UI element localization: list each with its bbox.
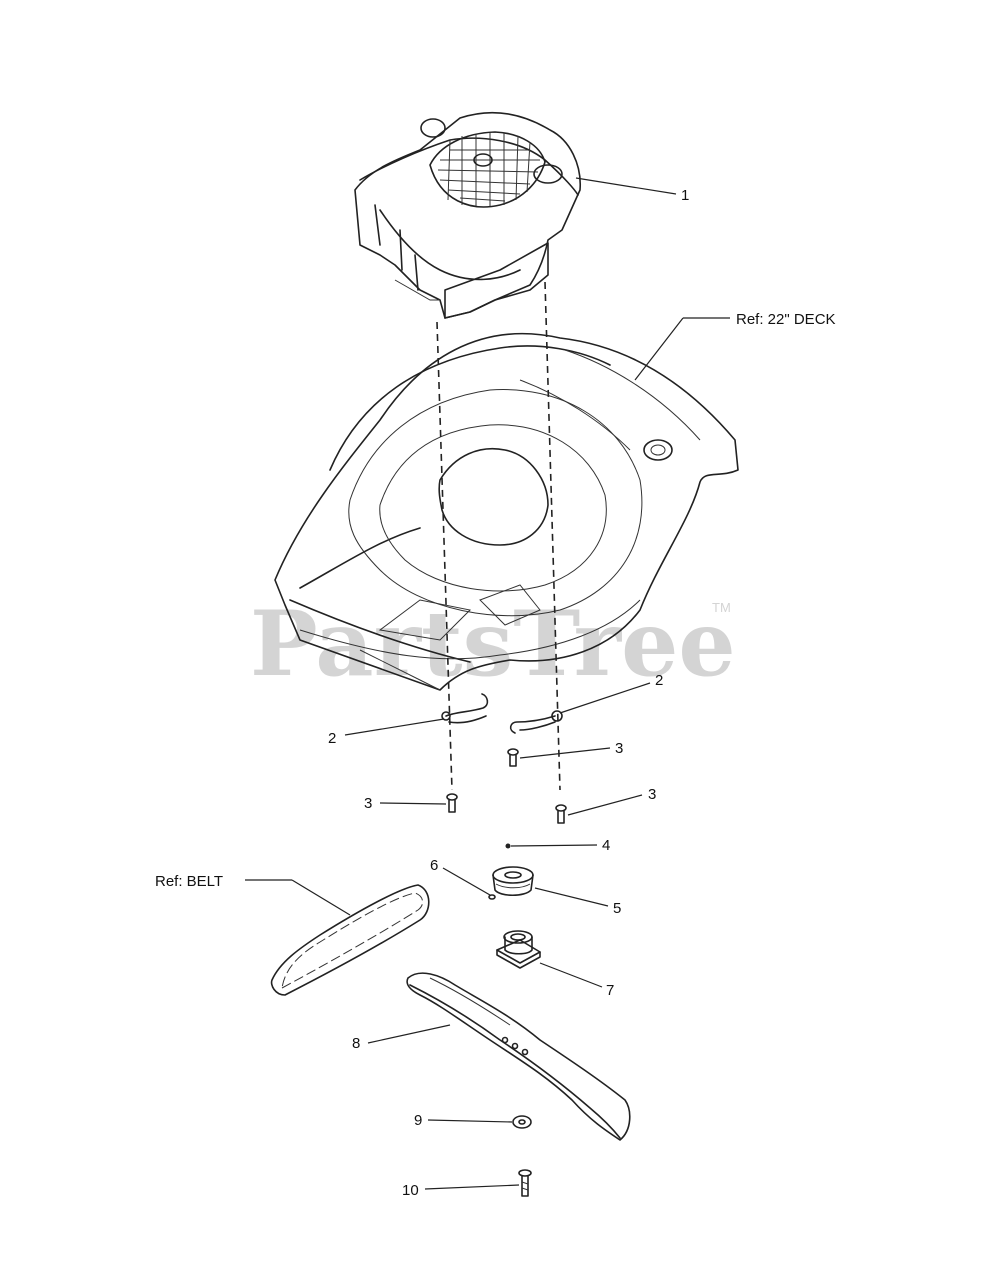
key-part: [505, 843, 511, 849]
mower-deck: [274, 332, 739, 691]
assembly-lines: [436, 281, 561, 791]
callout-washer: 9: [414, 1112, 422, 1129]
callout-deck: Ref: 22" DECK: [736, 311, 836, 328]
assembly-line-left: [436, 321, 453, 791]
callout-screw-right: 3: [648, 786, 656, 803]
callout-screw-right-upper: 3: [615, 740, 623, 757]
callout-bolt: 10: [402, 1182, 419, 1199]
callout-adapter: 7: [606, 982, 614, 999]
watermark-text: PartsTree: [250, 591, 736, 697]
blade-bolt: [518, 1169, 532, 1197]
callout-belt: Ref: BELT: [155, 873, 223, 890]
screw-left: [446, 793, 458, 813]
engine: [354, 111, 581, 319]
screw-right: [555, 804, 567, 824]
screw-right-upper: [507, 748, 519, 767]
callout-engine: 1: [681, 187, 689, 204]
blade-adapter: [496, 930, 541, 969]
callout-bracket-right: 2: [655, 672, 663, 689]
pulley: [492, 866, 534, 897]
callout-pulley: 5: [613, 900, 621, 917]
callout-bracket-left: 2: [328, 730, 336, 747]
watermark: PartsTree TM: [250, 591, 736, 697]
setscrew-part: [488, 894, 496, 900]
bracket-left: [441, 693, 489, 724]
callout-blade: 8: [352, 1035, 360, 1052]
callout-key: 4: [602, 837, 610, 854]
assembly-line-right: [544, 281, 561, 791]
watermark-trademark: TM: [712, 600, 731, 615]
callout-screw-left: 3: [364, 795, 372, 812]
callout-labels: 1 Ref: 22" DECK 2 2 3 3 3 4 6 5 7 8 9 10…: [155, 187, 836, 1199]
drive-belt: [270, 884, 430, 996]
blade-washer: [512, 1115, 532, 1129]
bracket-right: [509, 710, 563, 734]
callout-setscrew: 6: [430, 857, 438, 874]
mower-blade: [406, 972, 631, 1141]
leader-lines: [245, 177, 730, 1190]
engine-grille: [437, 133, 540, 206]
